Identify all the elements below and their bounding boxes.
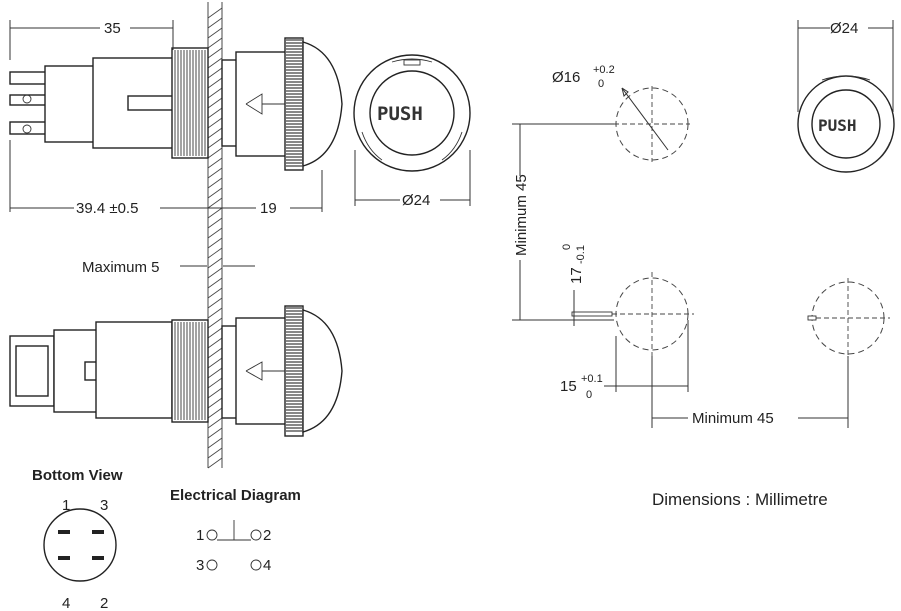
dim-min-45-horizontal: Minimum 45 xyxy=(651,356,849,428)
panel-hatch-line xyxy=(207,307,223,319)
panel-hatch-line xyxy=(207,157,223,169)
panel-cutout-right xyxy=(807,278,890,360)
panel-hatch-line xyxy=(207,177,223,189)
panel-hatch-line xyxy=(207,167,223,179)
panel-hatch-line xyxy=(207,237,223,249)
key-offset-tol-upper: +0.1 xyxy=(581,373,603,385)
key-offset-label: 15 xyxy=(560,378,577,395)
cap-right-view: PUSH xyxy=(797,75,895,173)
panel-cutout-top: Ø16 +0.2 0 xyxy=(552,64,690,162)
dim-maximum-5: Maximum 5 xyxy=(82,259,255,276)
panel-hatch-line xyxy=(207,347,223,359)
dim-min-45-vertical: Minimum 45 xyxy=(512,123,614,321)
dim-35: 35 xyxy=(9,20,174,60)
hole-dia-label: Ø16 xyxy=(552,69,580,86)
panel-hatch-line xyxy=(207,37,223,49)
panel-hatch-line xyxy=(207,357,223,369)
panel-hatch-line xyxy=(207,107,223,119)
panel-hatch-line xyxy=(207,27,223,39)
panel-hatch-line xyxy=(207,257,223,269)
panel-hatch-line xyxy=(207,417,223,429)
dim-39-4: 39.4 ±0.5 xyxy=(9,140,222,217)
mounting-panel xyxy=(207,2,223,469)
panel-hatch-line xyxy=(207,147,223,159)
pin-2-label: 2 xyxy=(100,595,108,611)
panel-hatch-line xyxy=(207,217,223,229)
push-label-right: PUSH xyxy=(818,116,857,135)
panel-hatch-line xyxy=(207,97,223,109)
terminal-1-label: 1 xyxy=(196,527,204,544)
terminal-4-label: 4 xyxy=(263,557,271,574)
bottom-view-title: Bottom View xyxy=(32,467,123,484)
panel-hatch-line xyxy=(207,117,223,129)
terminal-3-label: 3 xyxy=(196,557,204,574)
panel-hatch-line xyxy=(207,47,223,59)
dim-min-45-vertical-label: Minimum 45 xyxy=(513,174,530,256)
cap-front-view: PUSH xyxy=(353,54,471,172)
dim-24-front-label: Ø24 xyxy=(402,192,430,209)
panel-hatch-line xyxy=(207,17,223,29)
dim-39-4-label: 39.4 ±0.5 xyxy=(76,200,138,217)
dim-24-right: Ø24 xyxy=(797,20,894,112)
panel-hatch-line xyxy=(207,7,223,19)
dim-24-front: Ø24 xyxy=(354,150,471,209)
panel-hatch-line xyxy=(207,337,223,349)
panel-hatch-line xyxy=(207,317,223,329)
panel-hatch-line xyxy=(207,87,223,99)
side-view-bottom xyxy=(9,305,343,437)
panel-hatch-line xyxy=(207,127,223,139)
panel-hatch-line xyxy=(207,447,223,459)
key-tol-lower: -0.1 xyxy=(575,245,587,264)
panel-hatch-line xyxy=(207,387,223,399)
push-label: PUSH xyxy=(377,103,423,125)
panel-hatch-line xyxy=(207,207,223,219)
panel-hatch-line xyxy=(207,137,223,149)
key-offset-tol-lower: 0 xyxy=(586,389,592,401)
panel-hatch-line xyxy=(207,427,223,439)
panel-hatch-line xyxy=(207,287,223,299)
panel-hatch-line xyxy=(207,277,223,289)
electrical-diagram-title: Electrical Diagram xyxy=(170,487,301,504)
units-note: Dimensions : Millimetre xyxy=(652,490,828,509)
panel-hatch-line xyxy=(207,377,223,389)
dim-24-right-label: Ø24 xyxy=(830,20,858,37)
panel-hatch-line xyxy=(207,457,223,469)
panel-hatch-line xyxy=(207,67,223,79)
panel-hatch-line xyxy=(207,267,223,279)
panel-hatch-line xyxy=(207,247,223,259)
side-view-top xyxy=(9,37,343,171)
panel-hatch-line xyxy=(207,77,223,89)
panel-cutout-bottom: 17 0 -0.1 15 +0.1 0 xyxy=(560,244,694,401)
panel-hatch-line xyxy=(207,407,223,419)
pin-1-label: 1 xyxy=(62,497,70,514)
key-tol-upper: 0 xyxy=(561,244,573,250)
dim-maximum-5-label: Maximum 5 xyxy=(82,259,160,276)
bottom-view: Bottom View 1 3 4 2 xyxy=(32,467,123,611)
pin-4-label: 4 xyxy=(62,595,70,611)
panel-hatch-line xyxy=(207,187,223,199)
pin-3-label: 3 xyxy=(100,497,108,514)
hole-tol-upper: +0.2 xyxy=(593,64,615,76)
dim-35-label: 35 xyxy=(104,20,121,37)
hole-tol-lower: 0 xyxy=(598,78,604,90)
panel-hatch-line xyxy=(207,197,223,209)
dim-19: 19 xyxy=(222,170,323,217)
panel-hatch-line xyxy=(207,227,223,239)
dim-min-45-horizontal-label: Minimum 45 xyxy=(692,410,774,427)
dim-19-label: 19 xyxy=(260,200,277,217)
panel-hatch-line xyxy=(207,297,223,309)
key-width-label: 17 xyxy=(568,267,585,284)
panel-hatch-line xyxy=(207,397,223,409)
panel-hatch-line xyxy=(207,367,223,379)
terminal-2-label: 2 xyxy=(263,527,271,544)
panel-hatch-line xyxy=(207,57,223,69)
panel-hatch-line xyxy=(207,327,223,339)
electrical-diagram: Electrical Diagram 1 2 3 4 xyxy=(170,487,301,574)
panel-hatch-line xyxy=(207,437,223,449)
